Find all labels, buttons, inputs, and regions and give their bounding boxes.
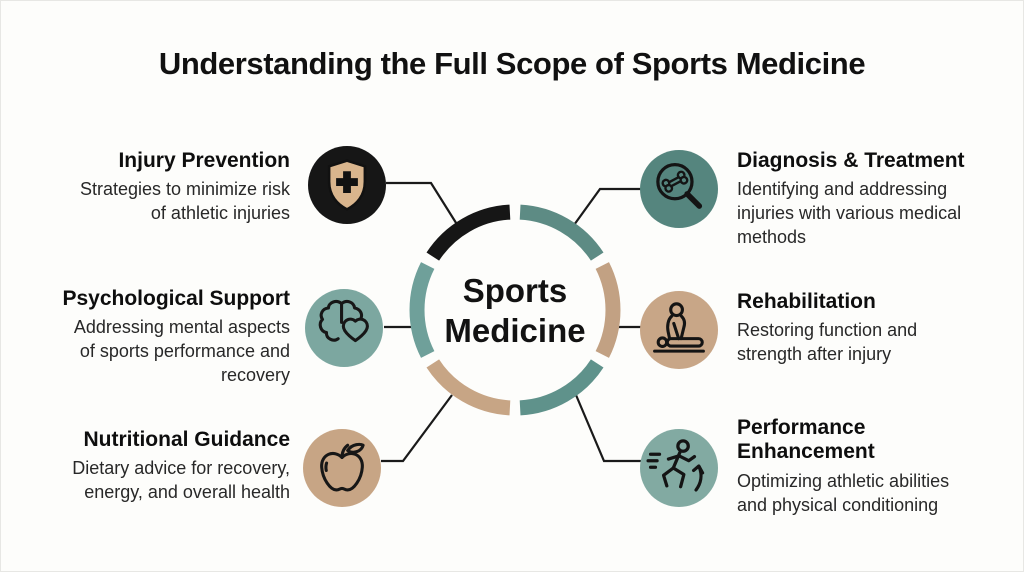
physio-massage-icon bbox=[640, 291, 718, 369]
item-title: Injury Prevention bbox=[118, 149, 290, 172]
item-rehabilitation: Rehabilitation Restoring function and st… bbox=[737, 290, 1009, 367]
item-nutritional-guidance: Nutritional Guidance Dietary advice for … bbox=[30, 428, 290, 505]
item-title: Nutritional Guidance bbox=[83, 428, 290, 451]
connector-performance-enhancement bbox=[574, 394, 641, 463]
item-psychological-support: Psychological Support Addressing mental … bbox=[30, 287, 290, 388]
item-description: Dietary advice for recovery, energy, and… bbox=[72, 458, 290, 503]
item-title: Psychological Support bbox=[62, 287, 290, 310]
item-diagnosis-treatment: Diagnosis & Treatment Identifying and ad… bbox=[737, 149, 1009, 250]
item-description: Strategies to minimize risk of athletic … bbox=[79, 179, 290, 224]
connector-nutritional-guidance bbox=[381, 394, 453, 463]
magnifier-bone-icon bbox=[640, 150, 718, 228]
item-injury-prevention: Injury Prevention Strategies to minimize… bbox=[30, 149, 290, 226]
item-title: Diagnosis & Treatment bbox=[737, 149, 965, 172]
ring-segment-top-right bbox=[519, 204, 604, 261]
center-label: Sports Medicine bbox=[444, 272, 586, 349]
brain-heart-icon bbox=[305, 289, 383, 367]
apple-icon bbox=[303, 429, 381, 507]
item-title: Performance Enhancement bbox=[737, 416, 875, 464]
item-description: Restoring function and strength after in… bbox=[737, 320, 918, 365]
item-description: Addressing mental aspects of sports perf… bbox=[73, 317, 290, 386]
runner-arrow-icon bbox=[640, 429, 718, 507]
item-title: Rehabilitation bbox=[737, 290, 876, 313]
ring-segment-bottom-right bbox=[519, 359, 604, 416]
item-description: Optimizing athletic abilities and physic… bbox=[737, 470, 950, 515]
connector-injury-prevention bbox=[386, 181, 459, 227]
connector-diagnosis-treatment bbox=[573, 187, 642, 226]
item-performance-enhancement: Performance Enhancement Optimizing athle… bbox=[737, 416, 1009, 518]
ring-segment-bottom-left bbox=[426, 359, 511, 416]
ring-segment-top-left bbox=[426, 204, 511, 261]
page-title: Understanding the Full Scope of Sports M… bbox=[158, 46, 866, 81]
shield-cross-icon bbox=[308, 146, 386, 224]
item-description: Identifying and addressing injuries with… bbox=[737, 179, 962, 248]
